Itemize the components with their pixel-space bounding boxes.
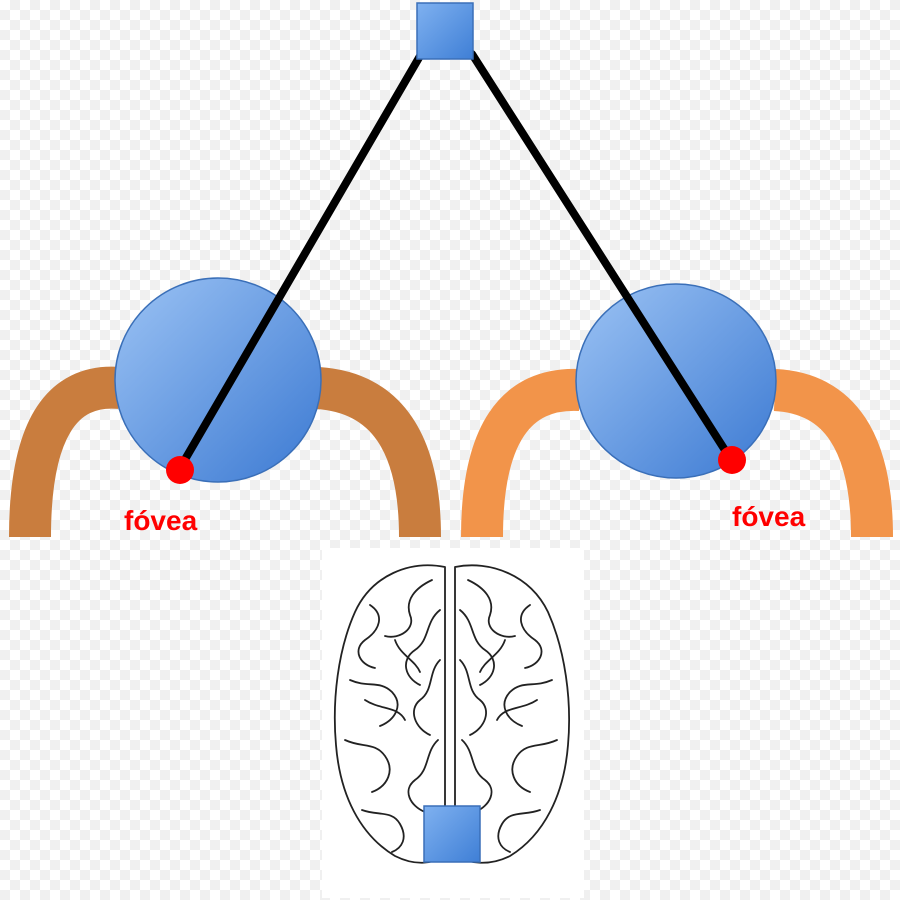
left-line-of-sight <box>176 52 424 472</box>
target-object <box>416 2 474 60</box>
left-fovea-point <box>166 456 194 484</box>
brain-top-view-icon <box>333 564 570 864</box>
left-eye-socket <box>9 366 441 538</box>
left-eyeball <box>114 277 322 483</box>
right-fovea-point <box>718 446 746 474</box>
right-eyeball <box>575 283 777 479</box>
right-fovea-label: fóvea <box>732 501 806 532</box>
visual-cortex-marker <box>423 805 481 863</box>
right-line-of-sight <box>468 50 734 462</box>
left-fovea-label: fóvea <box>124 505 198 536</box>
right-eye-socket <box>461 368 893 538</box>
